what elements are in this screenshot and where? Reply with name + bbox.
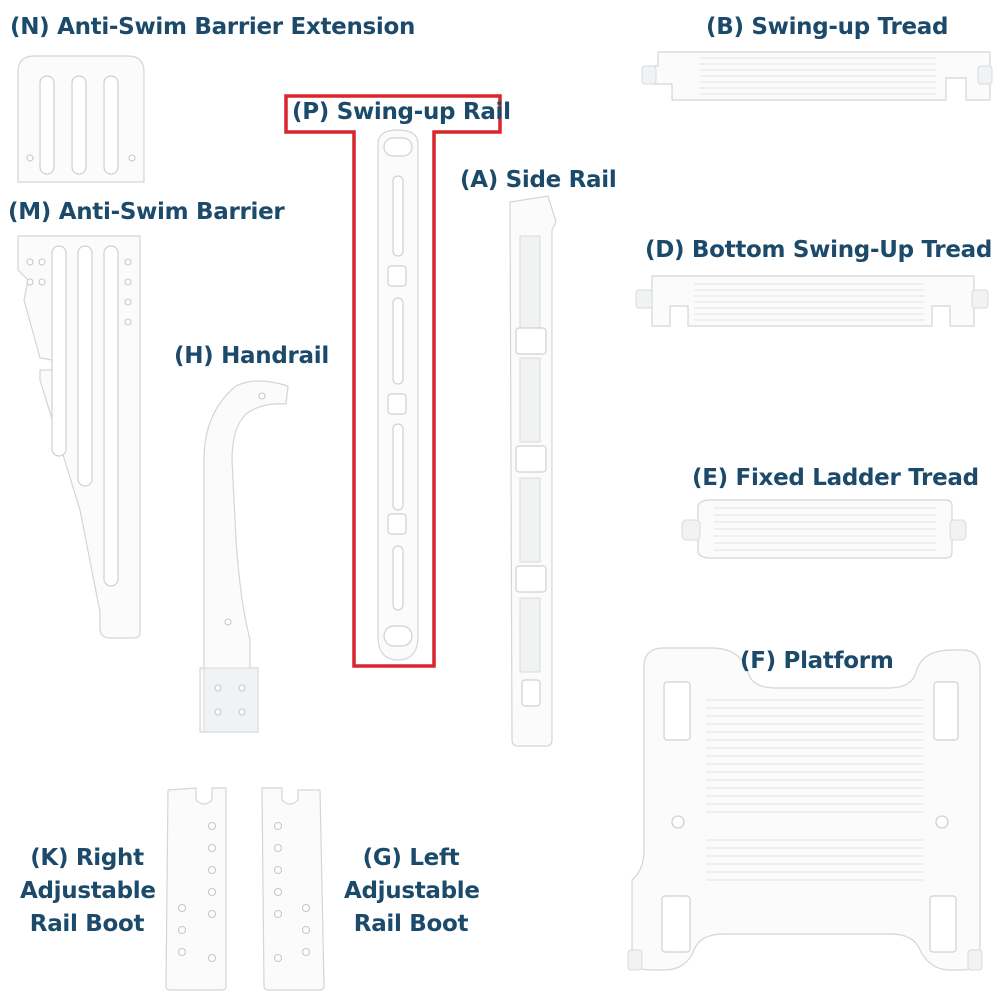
- side-rail-label: (A) Side Rail: [460, 167, 617, 193]
- anti-swim-barrier-label: (M) Anti-Swim Barrier: [8, 199, 285, 225]
- anti-swim-barrier-extension-label: (N) Anti-Swim Barrier Extension: [10, 14, 416, 40]
- right-adjustable-rail-boot-part: [165, 787, 227, 991]
- right-rail-boot-line-1: (K) Right: [30, 845, 144, 871]
- right-rail-boot-line-2: Adjustable: [20, 878, 156, 904]
- right-adjustable-rail-boot-label: (K) Right Adjustable Rail Boot: [20, 842, 156, 941]
- left-rail-boot-line-1: (G) Left: [362, 845, 460, 871]
- bottom-swing-up-tread-label: (D) Bottom Swing-Up Tread: [645, 237, 993, 263]
- swing-up-tread-part: [641, 51, 993, 101]
- left-rail-boot-line-2: Adjustable: [344, 878, 480, 904]
- anti-swim-barrier-extension-part: [17, 55, 145, 183]
- platform-label: (F) Platform: [740, 648, 894, 674]
- anti-swim-barrier-part: [17, 235, 141, 639]
- side-rail-part: [509, 195, 557, 747]
- fixed-ladder-tread-label: (E) Fixed Ladder Tread: [692, 465, 979, 491]
- handrail-part: [199, 380, 289, 733]
- swing-up-tread-label: (B) Swing-up Tread: [706, 14, 949, 40]
- right-rail-boot-line-3: Rail Boot: [29, 911, 145, 937]
- bottom-swing-up-tread-part: [635, 275, 989, 327]
- swing-up-rail-part: [377, 129, 419, 661]
- swing-up-rail-highlight: [284, 94, 502, 668]
- platform-part: [627, 647, 983, 971]
- fixed-ladder-tread-part: [681, 499, 967, 559]
- left-adjustable-rail-boot-label: (G) Left Adjustable Rail Boot: [344, 842, 480, 941]
- handrail-label: (H) Handrail: [174, 343, 329, 369]
- swing-up-rail-label: (P) Swing-up Rail: [292, 99, 511, 125]
- left-rail-boot-line-3: Rail Boot: [353, 911, 469, 937]
- left-adjustable-rail-boot-part: [261, 787, 325, 991]
